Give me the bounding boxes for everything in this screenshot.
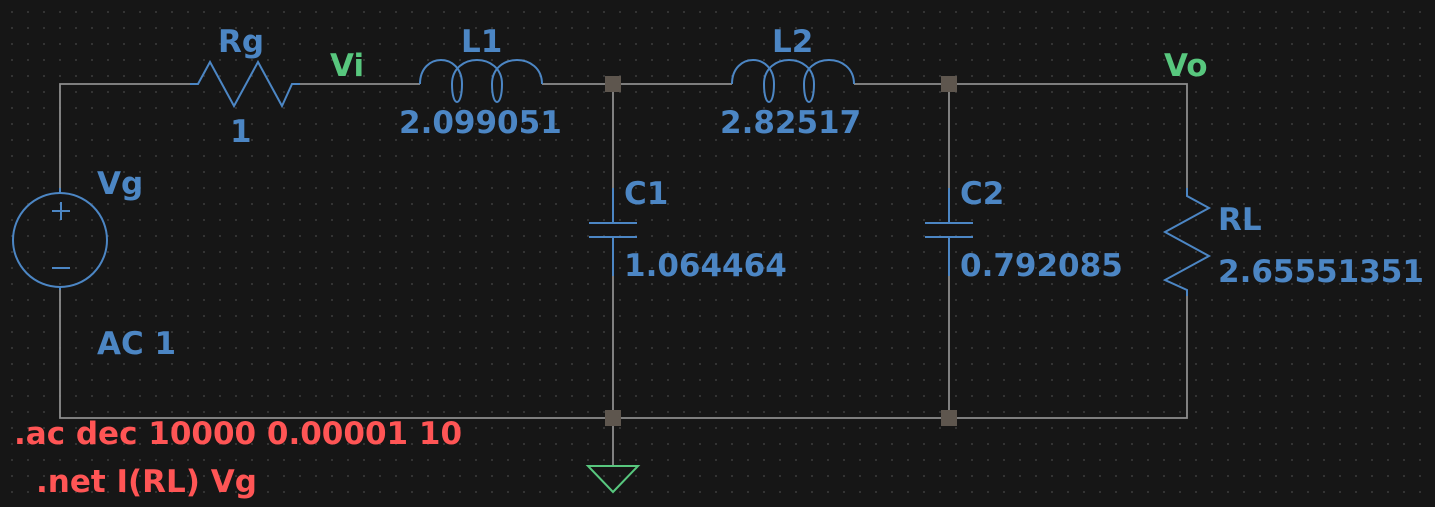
ground-icon[interactable]: [585, 465, 641, 494]
vg-value-label: AC 1: [97, 326, 176, 362]
l2-name-label: L2: [772, 24, 813, 60]
rg-name-label: Rg: [218, 24, 264, 60]
voltage-source-vg[interactable]: [12, 188, 108, 290]
inductor-l2[interactable]: [731, 59, 855, 103]
directive-ac[interactable]: .ac dec 10000 0.00001 10: [14, 416, 462, 452]
junction-node2: [941, 76, 957, 92]
junction-gnd1: [605, 410, 621, 426]
resistor-rl[interactable]: [1162, 188, 1212, 296]
net-label-vi[interactable]: Vi: [330, 48, 364, 84]
c2-name-label: C2: [960, 176, 1004, 212]
wire-left-top[interactable]: [59, 83, 190, 188]
rg-value-label: 1: [230, 114, 252, 150]
rl-value-label: 2.65551351: [1218, 254, 1424, 290]
l1-value-label: 2.099051: [399, 105, 562, 141]
vg-name-label: Vg: [97, 166, 143, 202]
wire-node2-rl[interactable]: [949, 83, 1188, 188]
l2-value-label: 2.82517: [720, 105, 861, 141]
junction-node1: [605, 76, 621, 92]
resistor-rg[interactable]: [190, 59, 300, 109]
l1-name-label: L1: [461, 24, 502, 60]
directive-net[interactable]: .net I(RL) Vg: [36, 464, 257, 500]
c2-value-label: 0.792085: [960, 248, 1123, 284]
c1-name-label: C1: [624, 176, 668, 212]
junction-gnd2: [941, 410, 957, 426]
net-label-vo[interactable]: Vo: [1164, 48, 1208, 84]
inductor-l1[interactable]: [419, 59, 543, 103]
rl-name-label: RL: [1218, 202, 1262, 238]
capacitor-c1[interactable]: [589, 188, 637, 276]
wire-left-bottom[interactable]: [59, 286, 1188, 419]
capacitor-c2[interactable]: [925, 188, 973, 276]
c1-value-label: 1.064464: [624, 248, 787, 284]
